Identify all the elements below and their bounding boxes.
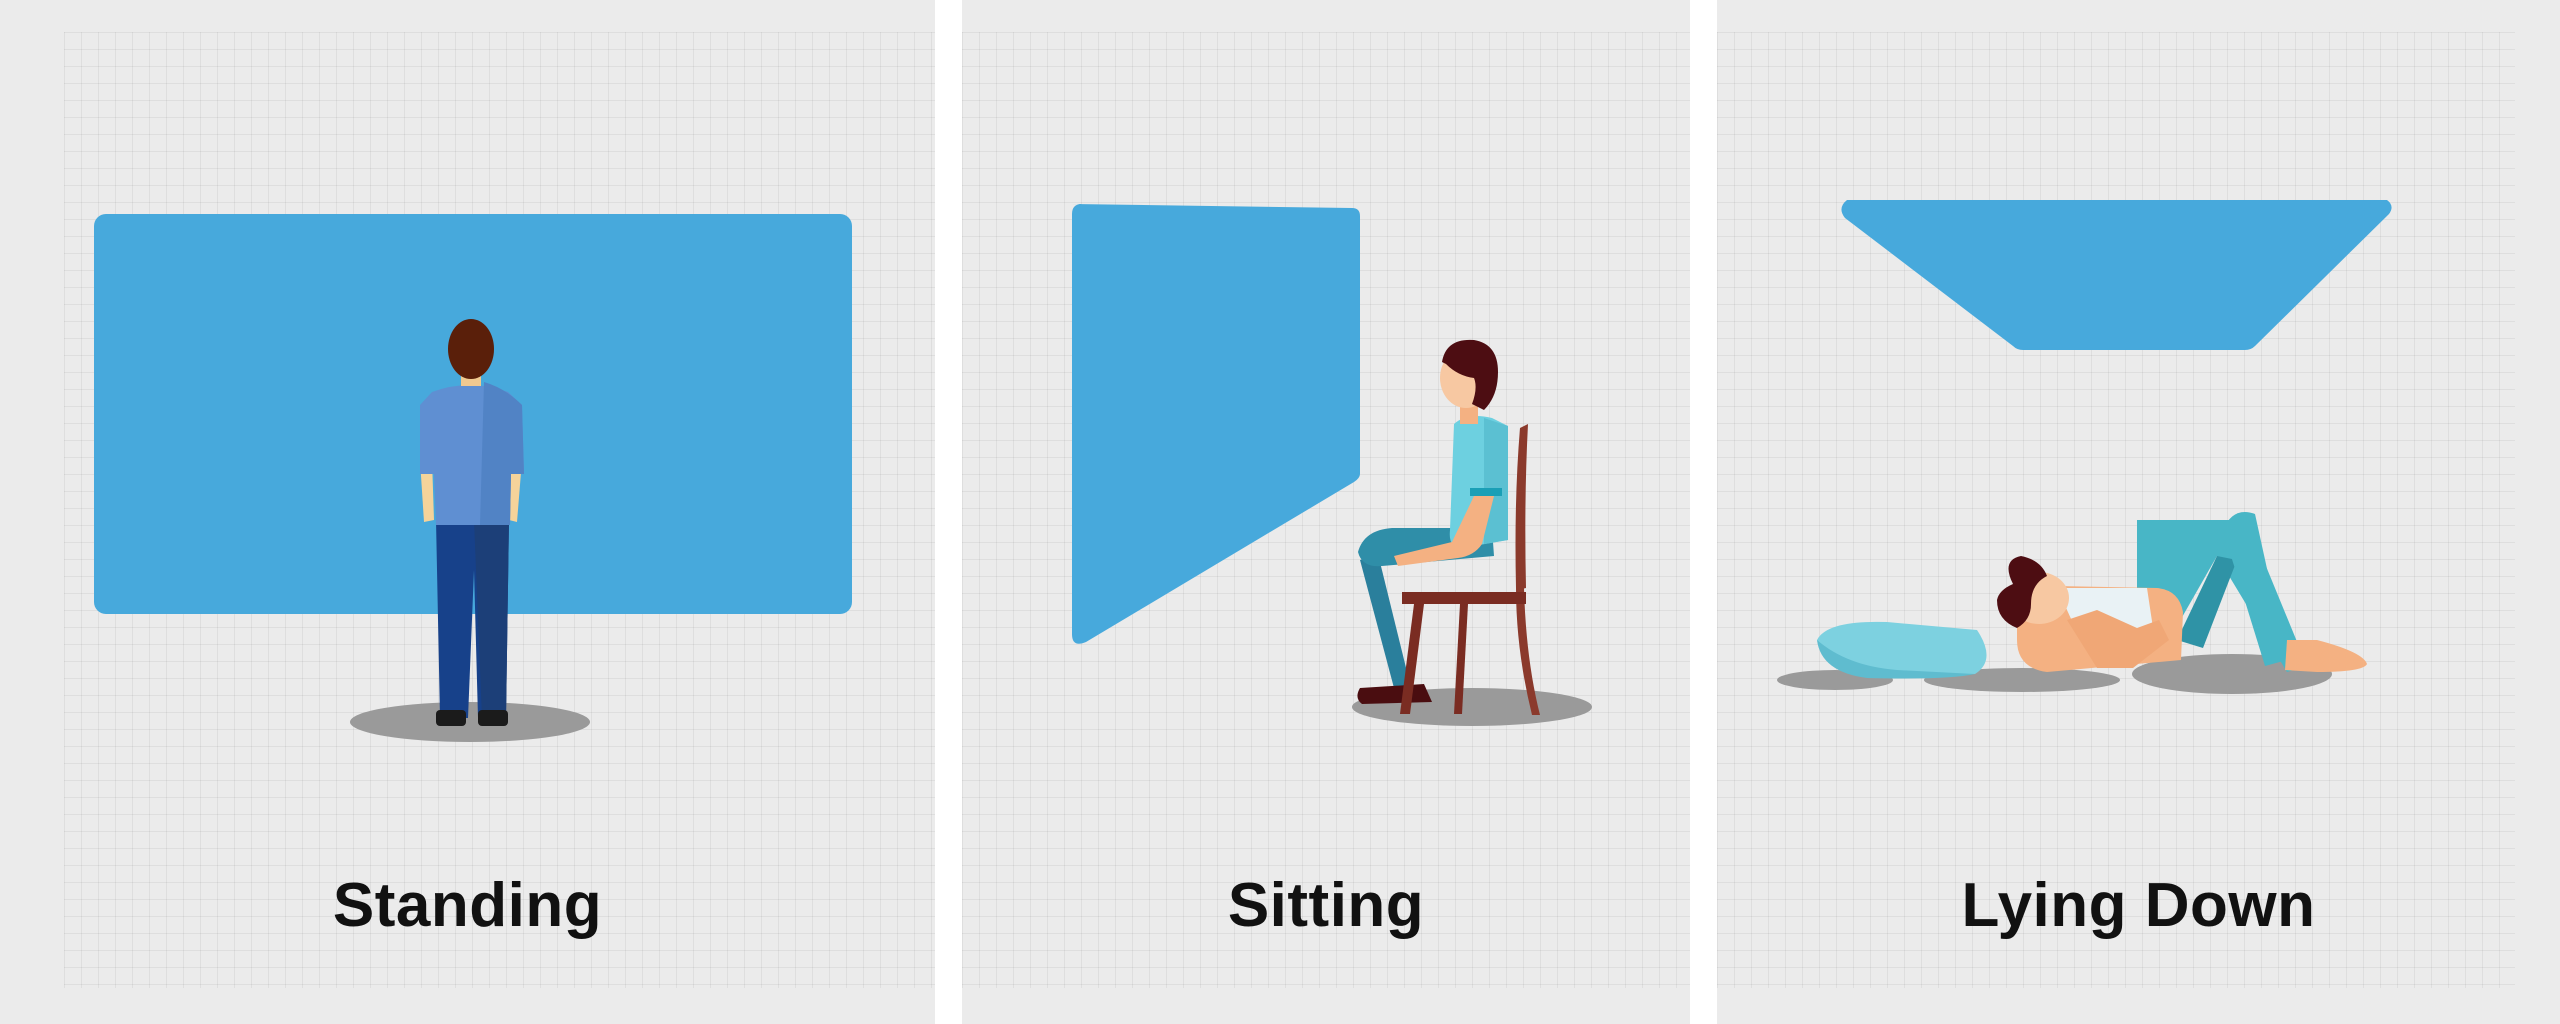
lying-person-figure [1817, 512, 2367, 679]
caption-lying-down: Lying Down [1961, 871, 2316, 940]
sitting-person-figure [1357, 339, 1540, 715]
caption-standing: Standing [332, 871, 603, 940]
screen-lying-down [1841, 200, 2392, 350]
panel-standing: Standing [0, 0, 935, 1024]
floor-shadow [350, 702, 590, 742]
panel-sitting: Sitting [962, 0, 1690, 1024]
sitting-illustration [1072, 204, 1592, 726]
caption-sitting: Sitting [1227, 871, 1425, 940]
grid-background [1717, 32, 2515, 988]
lying-down-illustration [1777, 200, 2392, 694]
standing-person-figure [420, 319, 524, 726]
screen-sitting [1072, 204, 1360, 644]
panel-lying-down: Lying Down [1717, 0, 2560, 1024]
standing-illustration [94, 214, 852, 742]
chair-seat [1402, 592, 1526, 604]
